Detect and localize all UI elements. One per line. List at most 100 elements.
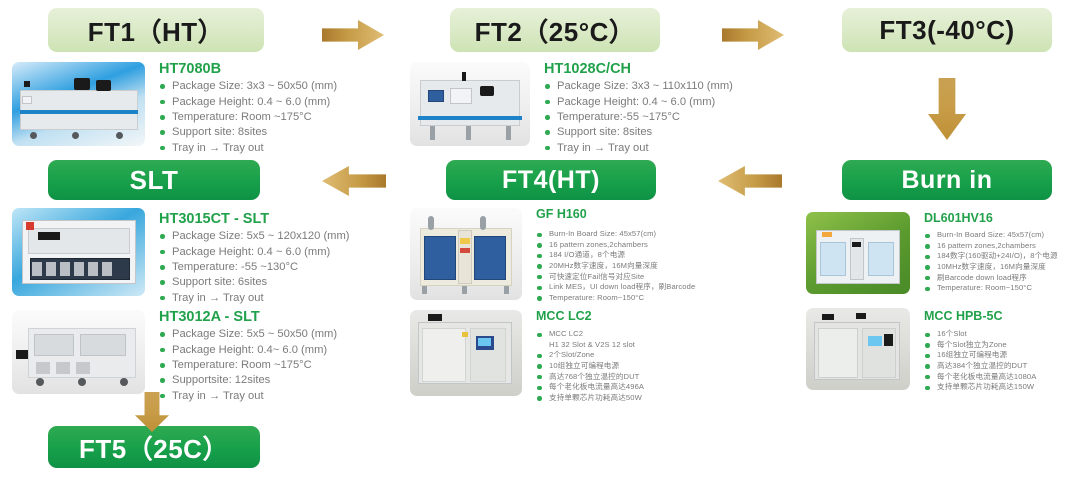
spec-item: Package Height: 0.4~ 6.0 (mm) <box>159 343 337 358</box>
stage-header-burn-in-label: Burn in <box>901 165 993 194</box>
equipment-ht3015ct: HT3015CT - SLT Package Size: 5x5 ~ 120x1… <box>12 208 350 306</box>
spec-item: Package Height: 0.4 ~ 6.0 (mm) <box>159 245 350 260</box>
ht1028c-title: HT1028C/CH <box>544 61 632 77</box>
spec-item: 10MHz数字速度，16M向量深度 <box>924 262 1058 273</box>
spec-item: 刷Barcode down load程序 <box>924 273 1058 284</box>
stage-header-slt[interactable]: SLT <box>48 160 260 200</box>
spec-item: 高达768个独立温控的DUT <box>536 372 644 383</box>
spec-item: 高达384个独立温控的DUT <box>924 361 1036 372</box>
spec-item: Temperature:-55 ~175°C <box>544 110 733 125</box>
ht1028c-photo <box>410 62 530 146</box>
stage-header-ft3-label: FT3(-40°C) <box>879 14 1015 45</box>
spec-item: Support site: 8sites <box>159 125 337 140</box>
gf-h160-specs: Burn-In Board Size: 45x57(cm) 16 pattern… <box>536 229 695 303</box>
stage-header-ft4-label: FT4(HT) <box>502 165 600 194</box>
spec-item: Support site: 8sites <box>544 125 733 140</box>
arrow-slt-to-ft5 <box>135 392 169 432</box>
arrow-ft4-to-slt <box>322 166 386 196</box>
spec-item: 可快速定位Fail信号对应Site <box>536 272 695 283</box>
equipment-mcc-lc2: MCC LC2 MCC LC2 H1 32 Slot & V2S 12 slot… <box>410 309 644 403</box>
stage-header-ft3[interactable]: FT3(-40°C) <box>842 8 1052 52</box>
spec-item: Tray in → Tray out <box>159 141 337 156</box>
ht3012a-info: HT3012A - SLT Package Size: 5x5 ~ 50x50 … <box>159 309 337 404</box>
spec-item: Burn-In Board Size: 45x57(cm) <box>924 230 1058 241</box>
gf-h160-photo <box>410 208 522 300</box>
dl601hv16-photo <box>806 212 910 294</box>
spec-item: Link MES，UI down load程序，刷Barcode <box>536 282 695 293</box>
ht3015ct-title: HT3015CT - SLT <box>159 211 270 227</box>
ht1028c-info: HT1028C/CH Package Size: 3x3 ~ 110x110 (… <box>544 61 733 156</box>
stage-header-burn-in[interactable]: Burn in <box>842 160 1052 200</box>
spec-item: Package Size: 3x3 ~ 110x110 (mm) <box>544 79 733 94</box>
ht7080b-title: HT7080B <box>159 61 222 77</box>
equipment-mcc-hpb-5c: MCC HPB-5C 16个Slot 每个Slot独立为Zone 16组独立可编… <box>806 308 1036 393</box>
mcc-lc2-info: MCC LC2 MCC LC2 H1 32 Slot & V2S 12 slot… <box>536 309 644 403</box>
ht7080b-specs: Package Size: 3x3 ~ 50x50 (mm) Package H… <box>159 79 337 156</box>
spec-item: 16 pattern zones,2chambers <box>536 240 695 251</box>
mcc-hpb-5c-info: MCC HPB-5C 16个Slot 每个Slot独立为Zone 16组独立可编… <box>924 309 1036 393</box>
dl601hv16-title: DL601HV16 <box>924 211 993 225</box>
dl601hv16-specs: Burn-In Board Size: 45x57(cm) 16 pattern… <box>924 230 1058 294</box>
spec-item: 184 I/O通道，8个电源 <box>536 250 695 261</box>
ht3012a-title: HT3012A - SLT <box>159 309 260 325</box>
spec-item: 支持单颗芯片功耗高达150W <box>924 382 1036 393</box>
spec-item: 16个Slot <box>924 329 1036 340</box>
mcc-hpb-5c-photo <box>806 308 910 390</box>
stage-header-ft1[interactable]: FT1（HT） <box>48 8 264 52</box>
mcc-lc2-specs: MCC LC2 H1 32 Slot & V2S 12 slot 2个Slot/… <box>536 329 644 403</box>
equipment-ht1028c: HT1028C/CH Package Size: 3x3 ~ 110x110 (… <box>410 61 733 156</box>
mcc-lc2-title: MCC LC2 <box>536 309 592 323</box>
spec-item: Package Size: 5x5 ~ 50x50 (mm) <box>159 327 337 342</box>
spec-item: Temperature: Room ~175°C <box>159 358 337 373</box>
arrow-burnin-to-ft4 <box>718 166 782 196</box>
stage-header-ft2[interactable]: FT2（25°C） <box>450 8 660 52</box>
spec-item: Temperature: Room~150°C <box>924 283 1058 294</box>
spec-item: Package Size: 5x5 ~ 120x120 (mm) <box>159 229 350 244</box>
spec-item: Tray in → Tray out <box>544 141 733 156</box>
equipment-gf-h160: GF H160 Burn-In Board Size: 45x57(cm) 16… <box>410 207 695 303</box>
spec-item: Tray in → Tray out <box>159 291 350 306</box>
ht3012a-photo <box>12 310 145 394</box>
arrow-ft2-to-ft3 <box>722 20 784 50</box>
stage-header-ft2-label: FT2（25°C） <box>474 16 636 47</box>
equipment-ht7080b: HT7080B Package Size: 3x3 ~ 50x50 (mm) P… <box>12 61 337 156</box>
equipment-dl601hv16: DL601HV16 Burn-In Board Size: 45x57(cm) … <box>806 211 1058 294</box>
ht1028c-specs: Package Size: 3x3 ~ 110x110 (mm) Package… <box>544 79 733 156</box>
ht3015ct-specs: Package Size: 5x5 ~ 120x120 (mm) Package… <box>159 229 350 306</box>
spec-item: Support site: 6sites <box>159 275 350 290</box>
spec-item: MCC LC2 <box>536 329 644 340</box>
stage-header-ft4[interactable]: FT4(HT) <box>446 160 656 200</box>
spec-item: Tray in → Tray out <box>159 389 337 404</box>
spec-item: 支持单颗芯片功耗高达50W <box>536 393 644 404</box>
mcc-hpb-5c-specs: 16个Slot 每个Slot独立为Zone 16组独立可编程电源 高达384个独… <box>924 329 1036 393</box>
ht7080b-info: HT7080B Package Size: 3x3 ~ 50x50 (mm) P… <box>159 61 337 156</box>
ht3012a-specs: Package Size: 5x5 ~ 50x50 (mm) Package H… <box>159 327 337 404</box>
stage-header-ft1-label: FT1（HT） <box>87 16 225 47</box>
stage-header-ft5[interactable]: FT5（25C） <box>48 426 260 468</box>
stage-header-slt-label: SLT <box>129 164 179 195</box>
dl601hv16-info: DL601HV16 Burn-In Board Size: 45x57(cm) … <box>924 211 1058 294</box>
spec-item: 每个老化板电流量高达1080A <box>924 372 1036 383</box>
ht3015ct-info: HT3015CT - SLT Package Size: 5x5 ~ 120x1… <box>159 211 350 306</box>
arrow-ft1-to-ft2 <box>322 20 384 50</box>
spec-item: 2个Slot/Zone <box>536 350 644 361</box>
gf-h160-title: GF H160 <box>536 207 587 221</box>
ht7080b-photo <box>12 62 145 146</box>
equipment-ht3012a: HT3012A - SLT Package Size: 5x5 ~ 50x50 … <box>12 309 337 404</box>
gf-h160-info: GF H160 Burn-In Board Size: 45x57(cm) 16… <box>536 207 695 303</box>
spec-item: Burn-In Board Size: 45x57(cm) <box>536 229 695 240</box>
spec-item: Temperature: Room ~175°C <box>159 110 337 125</box>
spec-item: 16 pattern zones,2chambers <box>924 241 1058 252</box>
spec-item: 16组独立可编程电源 <box>924 350 1036 361</box>
spec-item: 184数字(160驱动+24I/O)，8个电源 <box>924 251 1058 262</box>
spec-item: Temperature: Room~150°C <box>536 293 695 304</box>
spec-item: Package Size: 3x3 ~ 50x50 (mm) <box>159 79 337 94</box>
spec-item: Package Height: 0.4 ~ 6.0 (mm) <box>544 95 733 110</box>
spec-item: 10组独立可编程电源 <box>536 361 644 372</box>
mcc-lc2-photo <box>410 310 522 396</box>
spec-item: 每个Slot独立为Zone <box>924 340 1036 351</box>
spec-item: Supportsite: 12sites <box>159 373 337 388</box>
spec-item-continuation: H1 32 Slot & V2S 12 slot <box>549 339 635 349</box>
spec-item: Package Height: 0.4 ~ 6.0 (mm) <box>159 95 337 110</box>
